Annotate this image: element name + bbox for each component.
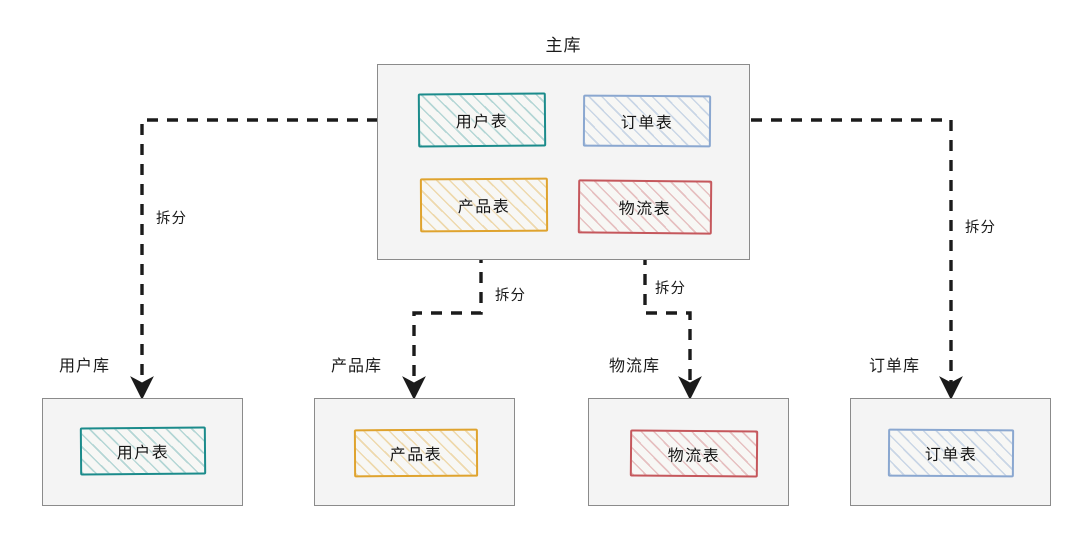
shard-label-product-db: 产品库: [331, 358, 383, 375]
shard-label-logistics-db: 物流库: [609, 358, 661, 375]
shard-table-user[interactable]: 用户表: [79, 426, 207, 476]
shard-label-order-db: 订单库: [869, 358, 921, 375]
main-table-user[interactable]: 用户表: [417, 92, 547, 148]
shard-table-product[interactable]: 产品表: [353, 428, 479, 478]
main-database-title: 主库: [545, 36, 582, 55]
edge-label-logistics-split: 拆分: [654, 277, 687, 298]
main-table-order-label: 订单表: [620, 114, 674, 133]
shard-label-user-db: 用户库: [59, 358, 111, 375]
shard-table-product-label: 产品表: [389, 446, 443, 465]
main-table-user-label: 用户表: [455, 113, 509, 132]
shard-table-logistics[interactable]: 物流表: [629, 429, 759, 478]
shard-table-order-label: 订单表: [924, 446, 978, 465]
edge-label-user-split: 拆分: [155, 207, 188, 228]
main-table-product-label: 产品表: [457, 198, 511, 217]
main-table-order[interactable]: 订单表: [582, 94, 712, 148]
main-table-logistics-label: 物流表: [618, 200, 672, 219]
shard-table-order[interactable]: 订单表: [887, 428, 1015, 478]
main-table-logistics[interactable]: 物流表: [577, 179, 713, 235]
shard-table-user-label: 用户表: [116, 444, 170, 463]
shard-table-logistics-label: 物流表: [667, 447, 721, 465]
main-table-product[interactable]: 产品表: [419, 177, 549, 233]
edge-label-order-split: 拆分: [964, 216, 997, 237]
edge-label-product-split: 拆分: [494, 284, 527, 305]
